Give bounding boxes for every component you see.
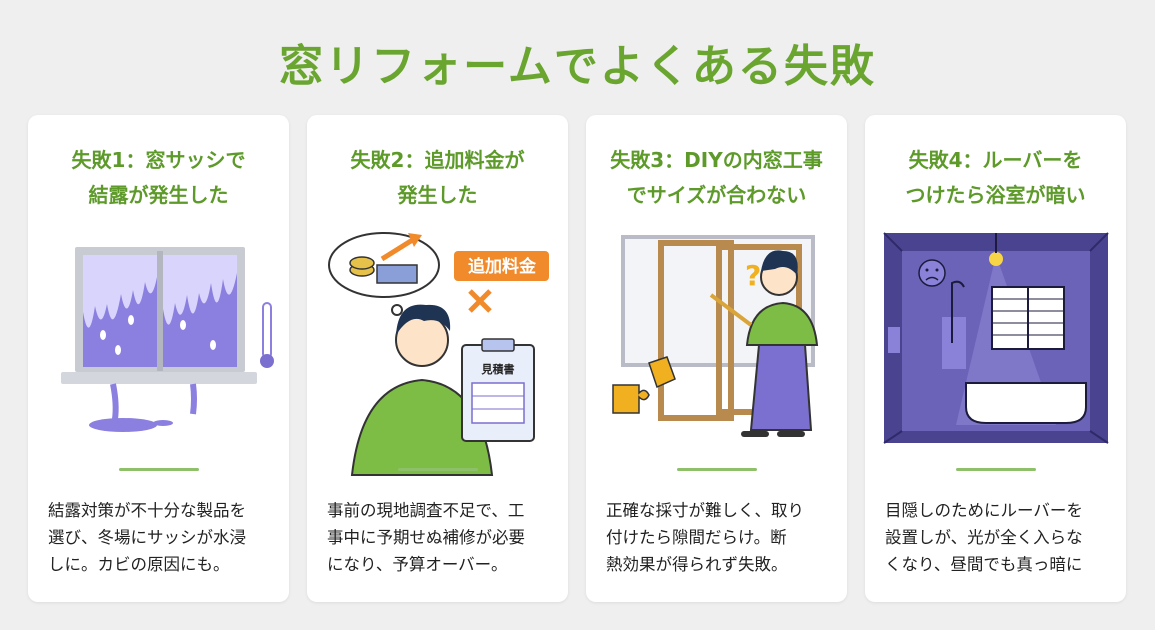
- card-title: 失敗1：窓サッシで 結露が発生した: [28, 143, 289, 213]
- description-line: 付けたら隙間だらけ。断: [606, 528, 787, 547]
- card-title: 失敗3：DIYの内窓工事 でサイズが合わない: [586, 143, 847, 213]
- condensation-window-icon: [61, 247, 274, 432]
- description-line: 事中に予期せぬ補修が必要: [327, 528, 525, 547]
- description-line: 事前の現地調査不足で、工: [327, 501, 525, 520]
- description-line: 設置しが、光が全く入らな: [885, 528, 1083, 547]
- failure-card-1: 失敗1：窓サッシで 結露が発生した 結露対策が不十分な製品を 選び、冬場にサッシ…: [28, 115, 289, 602]
- divider: [677, 468, 757, 471]
- page-title: 窓リフォームでよくある失敗: [279, 41, 876, 92]
- price-tag-label: 追加料金: [468, 256, 537, 277]
- card-title-line: 失敗3：DIYの内窓工事: [610, 148, 823, 172]
- failure-card-2: 失敗2：追加料金が 発生した 追加料金 見積書 事前の現地調査不足で、工 事中に…: [307, 115, 568, 602]
- description-line: になり、予算オーバー。: [327, 555, 508, 574]
- svg-text:?: ?: [745, 259, 761, 292]
- card-title-line: 発生した: [397, 183, 478, 207]
- card-description: 正確な採寸が難しく、取り 付けたら隙間だらけ。断 熱効果が得られず失敗。: [606, 497, 831, 578]
- card-title-line: 失敗4：ルーバーを: [908, 148, 1083, 172]
- diy-inner-window-icon: ?: [612, 235, 819, 437]
- worried-man-estimate-icon: 追加料金 見積書: [328, 232, 549, 476]
- card-title: 失敗2：追加料金が 発生した: [307, 143, 568, 213]
- card-description: 目隠しのためにルーバーを 設置しが、光が全く入らな くなり、昼間でも真っ暗に: [885, 497, 1110, 578]
- description-line: くなり、昼間でも真っ暗に: [885, 555, 1083, 574]
- description-line: しに。カビの原因にも。: [48, 555, 230, 574]
- divider: [398, 468, 478, 471]
- description-line: 熱効果が得られず失敗。: [606, 555, 788, 574]
- dark-bathroom-icon: [883, 232, 1109, 444]
- failure-card-4: 失敗4：ルーバーを つけたら浴室が暗い 目隠しのためにルーバーを 設置しが、光が…: [865, 115, 1126, 602]
- card-description: 事前の現地調査不足で、工 事中に予期せぬ補修が必要 になり、予算オーバー。: [327, 497, 552, 578]
- card-title: 失敗4：ルーバーを つけたら浴室が暗い: [865, 143, 1126, 213]
- divider: [956, 468, 1036, 471]
- card-description: 結露対策が不十分な製品を 選び、冬場にサッシが水浸 しに。カビの原因にも。: [48, 497, 273, 578]
- failure-card-3: 失敗3：DIYの内窓工事 でサイズが合わない ? 正確な採寸が難しく、取り 付け…: [586, 115, 847, 602]
- card-title-line: 失敗1：窓サッシで: [71, 148, 246, 172]
- description-line: 目隠しのためにルーバーを: [885, 501, 1083, 520]
- card-title-line: 失敗2：追加料金が: [350, 148, 525, 172]
- description-line: 正確な採寸が難しく、取り: [606, 501, 804, 520]
- card-title-line: つけたら浴室が暗い: [905, 183, 1086, 207]
- divider: [119, 468, 199, 471]
- description-line: 結露対策が不十分な製品を: [48, 501, 246, 520]
- description-line: 選び、冬場にサッシが水浸: [48, 528, 246, 547]
- estimate-label: 見積書: [481, 362, 515, 376]
- card-title-line: 結露が発生した: [88, 183, 229, 207]
- card-title-line: でサイズが合わない: [626, 183, 807, 207]
